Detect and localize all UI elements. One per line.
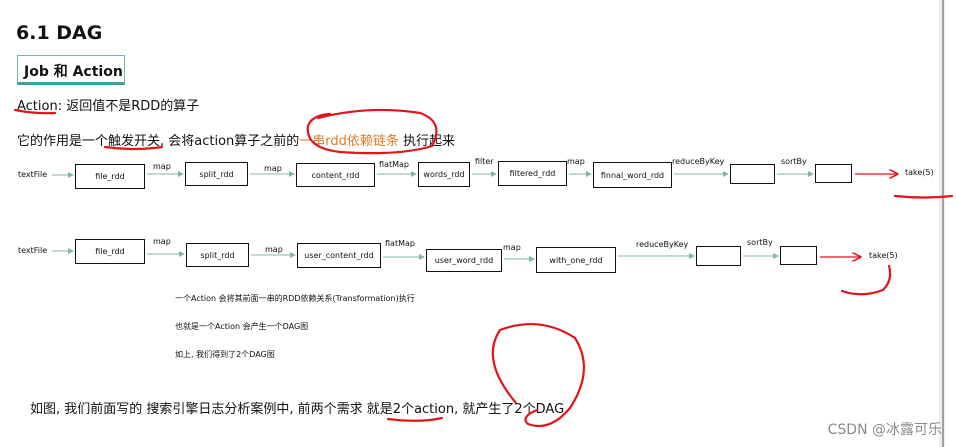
flow2-op: map bbox=[153, 237, 171, 246]
subheading: Job 和 Action bbox=[24, 64, 123, 80]
flow2-node: user_word_rdd bbox=[426, 249, 502, 272]
flow2-op: map bbox=[503, 243, 521, 252]
flow1-end: take(5) bbox=[905, 168, 934, 177]
flow1-node: split_rdd bbox=[185, 162, 248, 186]
page-edge-line bbox=[942, 0, 944, 447]
flow1-node: file_rdd bbox=[75, 164, 145, 189]
summary-text: 如图, 我们前面写的 搜索引擎日志分析案例中, 前两个需求 就是2个action… bbox=[30, 402, 565, 417]
flow1-op: map bbox=[153, 162, 171, 171]
flow2-end: take(5) bbox=[869, 251, 898, 260]
note-line: 如上, 我们得到了2个DAG图 bbox=[175, 350, 275, 359]
purpose-highlight: 一串rdd依赖链条 bbox=[299, 134, 399, 149]
annotation-underline bbox=[386, 416, 444, 422]
flow2-op: map bbox=[265, 245, 283, 254]
annotation-loop bbox=[491, 322, 585, 428]
flow2-node: split_rdd bbox=[186, 243, 249, 267]
flow2-op: sortBy bbox=[747, 238, 773, 247]
note-line: 也就是一个Action 会产生一个DAG图 bbox=[175, 322, 309, 331]
annotation-circle bbox=[306, 108, 438, 155]
section-heading: 6.1 DAG bbox=[16, 22, 103, 44]
flow2-node: user_content_rdd bbox=[297, 243, 381, 268]
annotation-underline bbox=[13, 108, 57, 115]
flow1-node: finnal_word_rdd bbox=[593, 162, 672, 188]
note-line: 一个Action 会将其前面一串的RDD依赖关系(Transformation)… bbox=[175, 294, 415, 303]
action-purpose: 它的作用是一个触发开关, 会将action算子之前的一串rdd依赖链条 执行起来 bbox=[17, 130, 455, 149]
subheading-box bbox=[17, 55, 125, 85]
flow2-op: flatMap bbox=[385, 239, 415, 248]
flow1-node: words_rdd bbox=[418, 162, 470, 187]
annotation-underline bbox=[103, 145, 164, 151]
watermark: CSDN @冰露可乐 bbox=[827, 422, 942, 438]
flow1-op: map bbox=[264, 164, 282, 173]
flow1-node-empty bbox=[730, 164, 775, 184]
flow1-op: map bbox=[567, 157, 585, 166]
flow1-op: flatMap bbox=[379, 160, 409, 169]
flow2-node: with_one_rdd bbox=[536, 247, 616, 273]
purpose-post: 执行起来 bbox=[398, 134, 456, 149]
flow1-start: textFile bbox=[18, 170, 48, 179]
annotation-curve bbox=[840, 264, 892, 296]
flow2-node-empty bbox=[780, 246, 817, 265]
flow1-op: filter bbox=[475, 157, 494, 166]
flow2-node: file_rdd bbox=[75, 239, 145, 264]
flow2-start: textFile bbox=[18, 246, 48, 255]
flow1-node: content_rdd bbox=[296, 163, 375, 187]
flow2-op: reduceByKey bbox=[636, 240, 689, 249]
flow1-op: reduceByKey bbox=[672, 157, 725, 166]
flow1-node-empty bbox=[815, 164, 852, 183]
purpose-pre: 它的作用是一个触发开关, 会将action算子之前的 bbox=[17, 134, 300, 149]
action-definition: Action: 返回值不是RDD的算子 bbox=[17, 99, 200, 114]
annotation-underline bbox=[893, 194, 954, 199]
flow2-node-empty bbox=[696, 246, 741, 266]
flow1-op: sortBy bbox=[781, 157, 807, 166]
flow1-node: filtered_rdd bbox=[498, 161, 567, 186]
